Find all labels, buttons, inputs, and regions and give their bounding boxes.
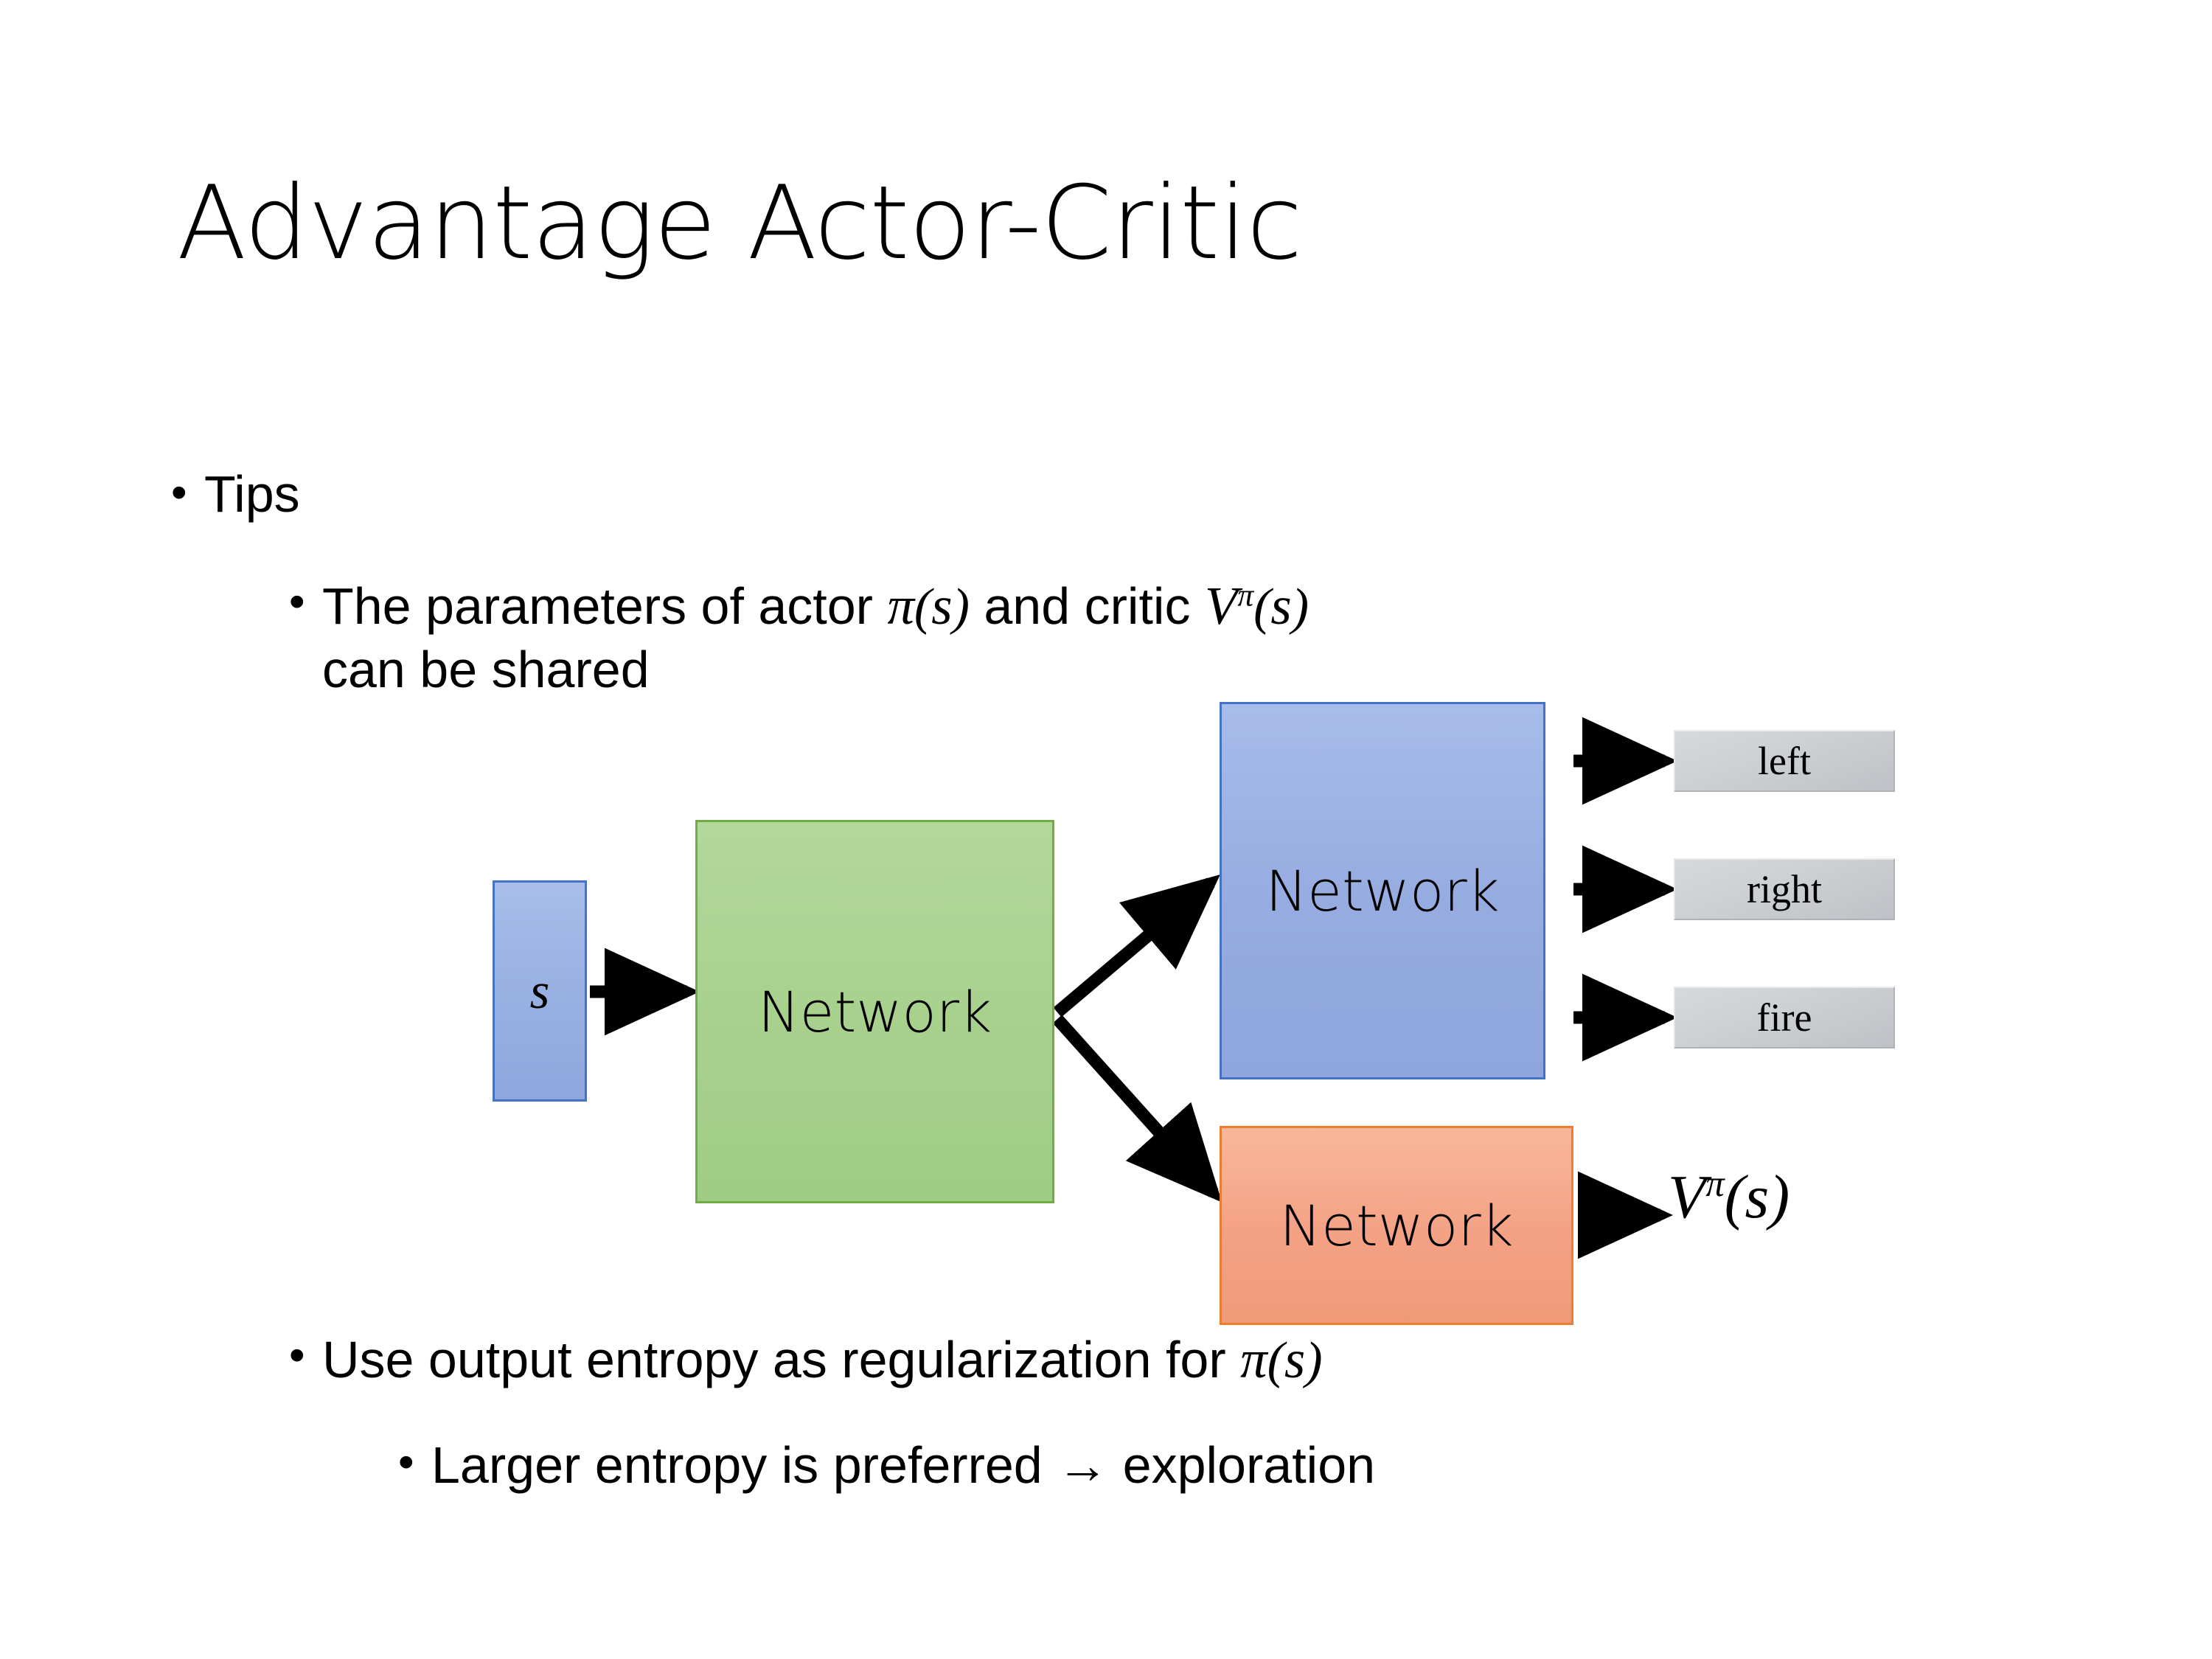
action-box-fire-label: fire [1756, 995, 1812, 1040]
node-state-label: s [529, 962, 550, 1019]
math-s: s [1745, 1163, 1770, 1231]
math-V: V [1204, 576, 1238, 636]
math-lparen: ( [1253, 579, 1271, 636]
math-s: s [1270, 576, 1292, 636]
action-box-left-label: left [1758, 739, 1811, 783]
page-title: Advantage Actor-Critic [177, 164, 1302, 282]
action-box-right[interactable]: right [1674, 858, 1895, 920]
bullet-entropy-regularization: • Use output entropy as regularization f… [289, 1327, 2103, 1392]
params-prefix: The parameters of actor [321, 577, 888, 635]
math-pi: π [887, 576, 914, 636]
math-rparen: ) [1291, 579, 1310, 636]
entropy-prefix: Use output entropy as regularization for [321, 1331, 1241, 1388]
node-actor-network-label: Network [1265, 858, 1500, 924]
action-box-right-label: right [1747, 867, 1822, 911]
math-rparen: ) [1305, 1332, 1323, 1389]
node-shared-network[interactable]: Network [695, 820, 1054, 1203]
bullet-tips: • Tips [171, 465, 2088, 524]
node-critic-network-label: Network [1279, 1192, 1514, 1259]
bullet-shared-parameters: • The parameters of actor π(s) and criti… [289, 574, 2103, 700]
bullet-marker-icon: • [289, 576, 305, 627]
node-state-input[interactable]: s [493, 880, 587, 1102]
math-lparen: ( [1724, 1163, 1745, 1231]
math-s: s [931, 576, 953, 636]
params-mid: and critic [969, 577, 1205, 635]
math-pi-superscript: π [1237, 577, 1254, 613]
params-line2: can be shared [321, 641, 650, 698]
critic-value-output-label: Vπ(s) [1668, 1163, 1790, 1231]
math-pi: π [1240, 1329, 1267, 1389]
math-pi-superscript: π [1705, 1163, 1725, 1204]
arrow-shared-to-actor [1053, 874, 1220, 1018]
bullet-larger-entropy-label: Larger entropy is preferred → exploratio… [431, 1436, 1376, 1494]
bullet-marker-icon: • [289, 1329, 305, 1381]
node-actor-network[interactable]: Network [1220, 702, 1545, 1079]
action-box-left[interactable]: left [1674, 730, 1895, 792]
node-shared-network-label: Network [757, 978, 992, 1045]
bullet-entropy-text: Use output entropy as regularization for… [322, 1327, 2103, 1392]
math-s: s [1284, 1329, 1306, 1389]
math-rparen: ) [1769, 1163, 1790, 1231]
math-V: V [1668, 1163, 1706, 1231]
bullet-larger-entropy: • Larger entropy is preferred → explorat… [398, 1434, 2094, 1496]
math-lparen: ( [1267, 1332, 1284, 1389]
arrow-shared-to-critic [1052, 1015, 1222, 1203]
math-rparen: ) [952, 579, 970, 636]
action-box-fire[interactable]: fire [1674, 987, 1895, 1048]
bullet-marker-icon: • [171, 467, 187, 518]
bullet-tips-label: Tips [204, 465, 300, 523]
bullet-shared-parameters-text: The parameters of actor π(s) and critic … [322, 574, 2103, 700]
math-lparen: ( [914, 579, 932, 636]
node-critic-network[interactable]: Network [1220, 1126, 1573, 1325]
bullet-marker-icon: • [398, 1436, 414, 1488]
